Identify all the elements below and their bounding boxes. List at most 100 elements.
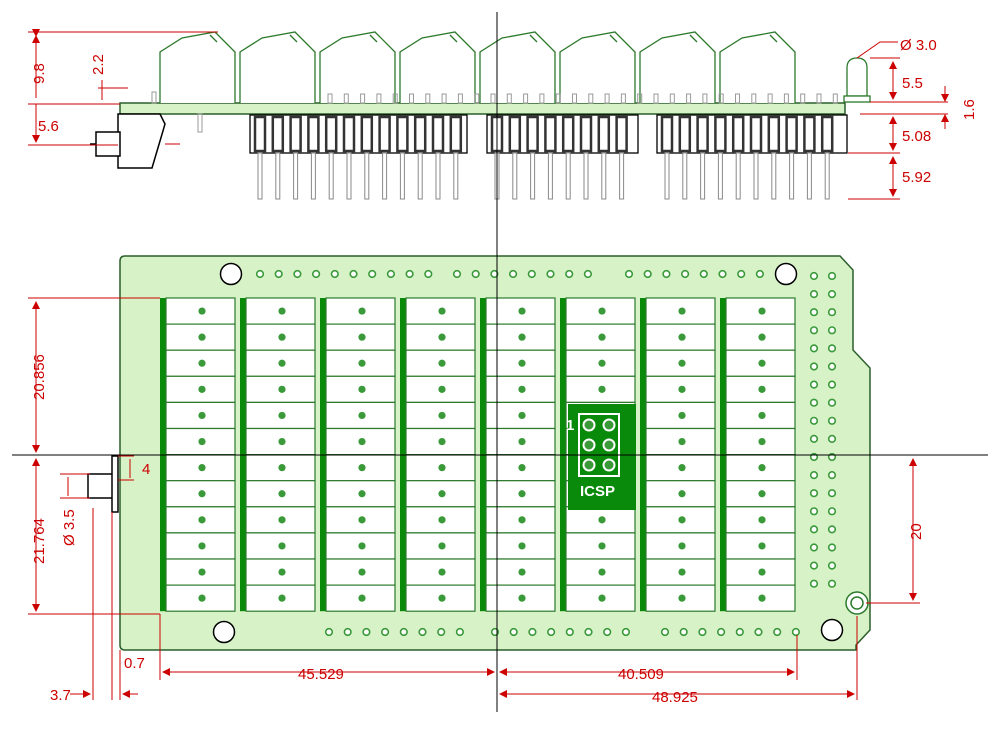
terminal-screw	[438, 516, 446, 524]
terminal-screw	[518, 411, 526, 420]
terminal-screw	[198, 568, 206, 576]
pin-header-leg	[399, 152, 405, 200]
dim-45-529: 45.529	[298, 666, 344, 683]
terminal-screw	[278, 594, 286, 602]
icsp-pin1-label: 1	[566, 417, 574, 434]
terminal-screw	[678, 594, 686, 602]
pad	[809, 489, 819, 498]
pad	[809, 416, 819, 425]
terminal-screw	[358, 307, 366, 315]
terminal-screw	[198, 307, 206, 315]
terminal-screw	[598, 542, 606, 550]
top-pin-side	[441, 93, 447, 104]
dimension-lines	[28, 29, 949, 700]
pin-header-slot	[678, 115, 692, 153]
pad	[452, 269, 462, 279]
terminal-screw	[438, 411, 446, 420]
terminal-screw	[758, 516, 766, 524]
pin-header-leg	[547, 152, 553, 200]
pin-header-leg	[382, 152, 388, 200]
pin-header-leg	[771, 152, 777, 200]
icsp-pin	[582, 438, 596, 452]
terminal-screw	[278, 464, 286, 472]
top-pin-side	[572, 93, 577, 104]
terminal-screw	[358, 490, 366, 498]
pin-header-slot	[749, 115, 763, 153]
terminal-screw	[678, 516, 686, 524]
top-pin-side	[637, 93, 643, 104]
pad	[827, 543, 837, 552]
pad	[565, 269, 574, 279]
pad	[274, 269, 283, 279]
pin-header-leg	[824, 152, 830, 200]
terminal-screw	[678, 411, 686, 420]
terminal-screw	[518, 464, 526, 472]
pad	[508, 269, 518, 279]
top-pin-side	[506, 93, 512, 104]
icsp-pin	[602, 438, 616, 452]
pin-header-leg	[583, 152, 589, 200]
terminal-screw	[678, 464, 686, 472]
terminal-screw	[278, 411, 286, 420]
terminal-screw	[598, 307, 606, 315]
terminal-position	[245, 506, 316, 534]
terminal-screw-side	[449, 34, 458, 43]
terminal-screw	[358, 594, 366, 602]
top-pin-side	[555, 93, 561, 104]
pad	[827, 525, 837, 534]
pad	[680, 269, 690, 279]
terminal-screw	[198, 359, 206, 367]
led-side	[843, 57, 871, 103]
terminal-block-side	[399, 31, 476, 103]
pin-header-slot	[597, 115, 611, 153]
dim-0-7: 0.7	[124, 655, 145, 672]
pin-header-leg	[717, 152, 723, 200]
terminal-screw	[438, 464, 446, 472]
pad	[471, 269, 480, 279]
terminal-screw	[278, 542, 286, 550]
terminal-screw	[358, 385, 366, 393]
pad	[716, 627, 726, 637]
pad	[809, 290, 819, 299]
terminal-screw	[678, 437, 686, 446]
pin-leg	[197, 113, 203, 133]
top-pin-side	[425, 93, 431, 104]
terminal-screw	[198, 411, 206, 420]
center-crosshair	[12, 12, 988, 712]
pad	[827, 380, 837, 389]
pin-header-slot	[396, 115, 409, 153]
side-terminal-blocks	[151, 31, 838, 104]
pad	[565, 627, 574, 637]
pin-header-slot	[413, 115, 427, 153]
pin-header-slot	[342, 115, 356, 153]
mounting-hole	[219, 262, 243, 286]
side-pcb	[119, 102, 846, 115]
pad	[362, 627, 371, 637]
pin-header-leg	[257, 152, 263, 200]
push-button-side	[90, 113, 180, 169]
pad	[827, 326, 837, 335]
pin-header-leg	[346, 152, 352, 200]
terminal-screw	[278, 490, 286, 498]
pin-header-leg	[565, 152, 571, 200]
pad	[827, 416, 837, 425]
icsp-header: 1 ICSP	[566, 404, 636, 510]
pad	[399, 627, 408, 637]
pin-header-leg	[435, 152, 441, 200]
pad	[546, 627, 556, 637]
pin-header-leg	[530, 152, 536, 200]
top-pin-side	[409, 93, 414, 104]
terminal-screw	[598, 568, 606, 576]
pad	[809, 271, 819, 281]
terminal-screw	[678, 568, 686, 576]
pad	[791, 627, 801, 637]
pad	[737, 269, 746, 279]
top-pin-side	[783, 93, 789, 104]
mounting-hole	[212, 620, 236, 644]
terminal-screw	[438, 594, 446, 602]
pad	[603, 627, 612, 637]
terminal-screw	[358, 333, 366, 341]
pin-header-slot	[785, 115, 798, 153]
pin-header-leg	[601, 152, 607, 200]
